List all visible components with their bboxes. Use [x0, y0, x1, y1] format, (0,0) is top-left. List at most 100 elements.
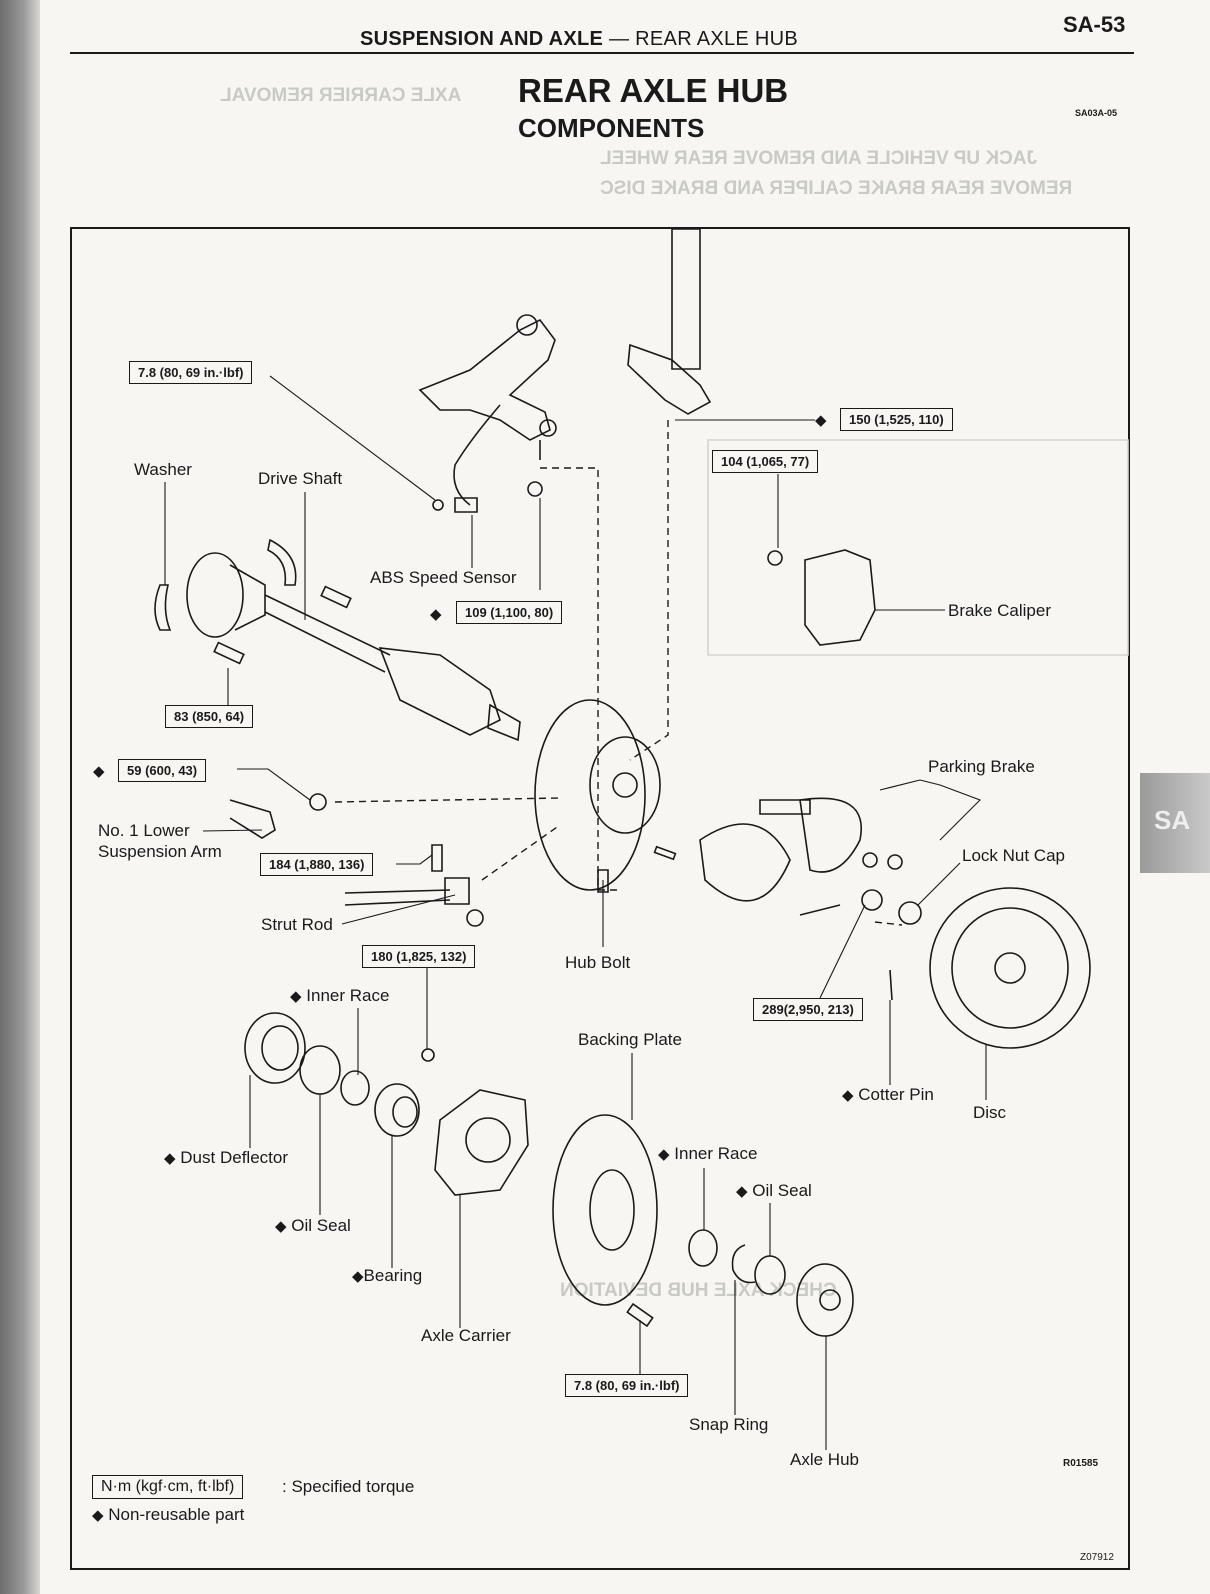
nonreusable-mark: ◆	[92, 1507, 104, 1524]
oil-seal-left-shape	[300, 1046, 340, 1094]
assembly-line	[630, 420, 668, 760]
legend-nonreusable: ◆ Non-reusable part	[92, 1505, 244, 1525]
assembly-line	[335, 798, 560, 802]
backing-plate-upper	[535, 700, 645, 890]
clip-shape	[268, 540, 296, 585]
strut-nut	[467, 910, 483, 926]
torque-lower-arm: 59 (600, 43)	[118, 759, 207, 782]
nonreusable-mark: ◆	[815, 412, 827, 429]
label-hub-bolt: Hub Bolt	[565, 953, 631, 972]
leader-line	[918, 863, 960, 905]
torque-sensor: 7.8 (80, 69 in.·lbf)	[129, 361, 253, 384]
label-backing-plate: Backing Plate	[578, 1030, 682, 1049]
strut-bolt	[432, 845, 442, 871]
leader-line	[237, 769, 310, 800]
outer-joint	[187, 553, 243, 637]
abs-sensor-body	[455, 498, 477, 512]
nonreusable-mark: ◆	[842, 1087, 854, 1104]
outer-boot	[230, 565, 265, 630]
caliper-shape	[805, 550, 875, 645]
label-oil-seal-left: ◆ Oil Seal	[275, 1216, 351, 1236]
torque-backing-plate: 7.8 (80, 69 in.·lbf)	[565, 1374, 689, 1397]
nonreusable-mark: ◆	[275, 1218, 287, 1235]
hub-center-upper	[613, 773, 637, 797]
torque-caliper: 104 (1,065, 77)	[712, 450, 819, 473]
bolt-b	[214, 643, 244, 664]
bearing-shape	[375, 1084, 419, 1136]
abs-wire	[454, 405, 500, 505]
label-inner-race-left: ◆ Inner Race	[290, 986, 389, 1006]
pb-part-b	[888, 855, 902, 869]
header-rule	[70, 52, 1134, 54]
figure-frame	[70, 227, 1130, 1570]
page-header: SUSPENSION AND AXLE — REAR AXLE HUB	[360, 28, 798, 51]
bleed-box	[708, 440, 1128, 655]
bearing-text: Bearing	[363, 1266, 423, 1285]
label-lower-arm-2: Suspension Arm	[98, 842, 222, 861]
inner-race-left-shape	[341, 1071, 369, 1105]
strut-rod-line	[345, 890, 450, 893]
section-separator: —	[603, 28, 636, 50]
spring	[800, 905, 840, 915]
legend-torque-desc: : Specified torque	[282, 1477, 415, 1496]
bolt-a	[321, 587, 351, 608]
pb-part-a	[863, 853, 877, 867]
torque-strut-rod: 184 (1,880, 136)	[260, 853, 374, 876]
axle-hub-center	[820, 1290, 840, 1310]
dust-deflector-shape	[245, 1013, 305, 1083]
leader-line	[920, 780, 980, 840]
legend-torque-box: N·m (kgf·cm, ft·lbf)	[92, 1475, 244, 1499]
axle-carrier-shape	[435, 1090, 528, 1195]
bearing-inner	[393, 1097, 417, 1127]
label-dust-deflector: ◆ Dust Deflector	[164, 1148, 288, 1168]
inner-race-right-text: Inner Race	[674, 1144, 758, 1163]
disc-inner	[952, 908, 1068, 1028]
pin	[655, 847, 676, 859]
section-tab: SA	[1140, 773, 1210, 873]
parking-shoe-left	[700, 824, 790, 901]
assembly-line	[540, 468, 620, 890]
cotter-pin-text: Cotter Pin	[858, 1085, 934, 1104]
nonreusable-mark: ◆	[93, 763, 105, 780]
lower-arm-shape	[230, 800, 275, 838]
oil-seal-right-text: Oil Seal	[752, 1181, 812, 1200]
figure-code: R01585	[1063, 1458, 1099, 1469]
label-axle-carrier: Axle Carrier	[421, 1326, 511, 1345]
dust-deflector-text: Dust Deflector	[180, 1148, 288, 1167]
torque-driveshaft: 83 (850, 64)	[165, 705, 254, 728]
oil-seal-left-text: Oil Seal	[291, 1216, 351, 1235]
label-oil-seal-right: ◆ Oil Seal	[736, 1181, 812, 1201]
nonreusable-mark: ◆	[352, 1268, 364, 1285]
assembly-line	[875, 922, 902, 925]
label-brake-caliper: Brake Caliper	[948, 601, 1051, 620]
disc-outer	[930, 888, 1090, 1048]
cotter-pin-shape	[890, 970, 892, 1000]
lock-nut-cap-shape	[899, 902, 921, 924]
leader-line	[342, 895, 455, 924]
carrier-bolt	[422, 1049, 434, 1061]
shaft-line-top	[265, 595, 390, 655]
nut-upper	[528, 482, 542, 496]
label-bearing: ◆Bearing	[352, 1266, 422, 1286]
dust-deflector-inner	[262, 1026, 298, 1070]
leader-line	[396, 855, 432, 864]
torque-lock-nut: 289(2,950, 213)	[753, 998, 863, 1021]
binding-edge	[0, 0, 40, 1594]
label-lock-nut-cap: Lock Nut Cap	[962, 846, 1065, 865]
page-number: SA-53	[1063, 12, 1126, 37]
reference-code: SA03A-05	[1075, 108, 1118, 118]
washer-shape	[155, 585, 170, 630]
corner-code: Z07912	[1080, 1552, 1114, 1563]
label-parking-brake: Parking Brake	[928, 757, 1035, 776]
inner-race-right-shape	[689, 1230, 717, 1266]
abs-bolt	[433, 500, 443, 510]
adjuster	[760, 800, 810, 814]
leader-line	[203, 830, 262, 831]
label-drive-shaft: Drive Shaft	[258, 469, 343, 488]
snap-ring-shape	[733, 1245, 756, 1283]
arm-balljoint	[540, 420, 556, 436]
shock-lower-mount	[628, 345, 710, 414]
label-strut-rod: Strut Rod	[261, 915, 333, 934]
lower-arm-nut	[310, 794, 326, 810]
